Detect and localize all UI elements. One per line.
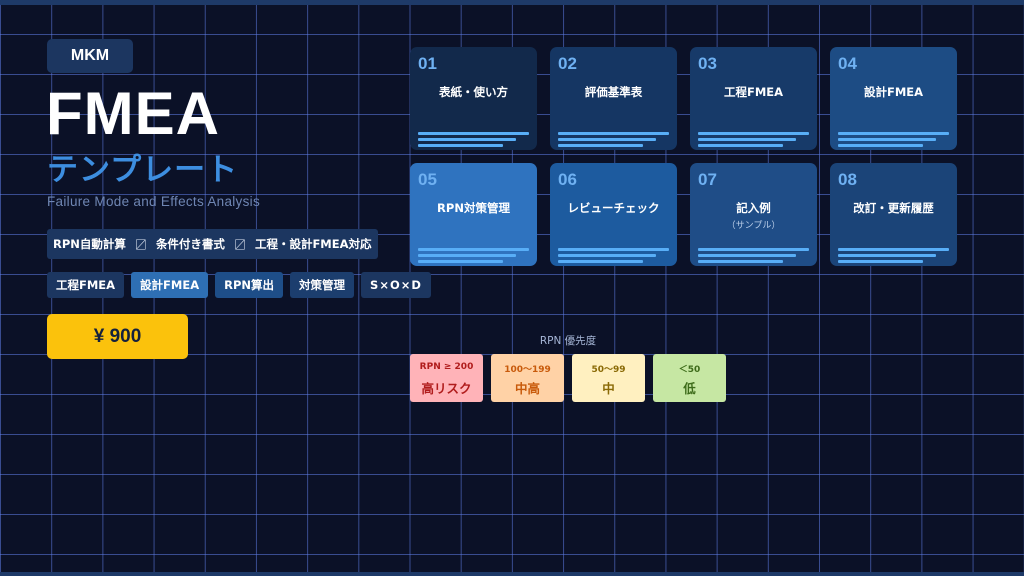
card-label: 改訂・更新履歴: [853, 201, 934, 215]
tag-sod: S×O×D: [361, 272, 431, 298]
rpn-level-mid: 50〜99 中: [572, 354, 645, 402]
tag-list: 工程FMEA 設計FMEA RPN算出 対策管理 S×O×D: [47, 272, 431, 298]
decor-line: [698, 248, 809, 251]
decor-line: [558, 254, 656, 257]
sheet-card-03[interactable]: 03 工程FMEA: [690, 47, 817, 150]
sheet-card-06[interactable]: 06 レビューチェック: [550, 163, 677, 266]
decor-line: [418, 254, 516, 257]
card-number: 05: [418, 170, 437, 189]
card-number: 02: [558, 54, 577, 73]
decor-line: [838, 144, 923, 147]
rpn-level-label: 低: [683, 381, 696, 396]
feature-item: RPN自動計算: [53, 237, 126, 251]
rpn-level-range: ＜50: [678, 365, 701, 375]
decor-line: [698, 144, 783, 147]
decor-line: [558, 144, 643, 147]
bottom-accent-bar: [0, 572, 1024, 576]
sheet-card-01[interactable]: 01 表紙・使い方: [410, 47, 537, 150]
card-number: 06: [558, 170, 577, 189]
decor-line: [418, 144, 503, 147]
rpn-level-range: 100〜199: [504, 365, 551, 375]
feature-bar: RPN自動計算 〼 条件付き書式 〼 工程・設計FMEA対応: [47, 229, 378, 259]
card-number: 07: [698, 170, 717, 189]
card-label: 設計FMEA: [863, 85, 924, 99]
decor-line: [698, 260, 783, 263]
brand-badge: MKM: [47, 39, 133, 73]
feature-item: 工程・設計FMEA対応: [254, 237, 372, 251]
decor-line: [418, 132, 529, 135]
decor-line: [838, 254, 936, 257]
rpn-level-low: ＜50 低: [653, 354, 726, 402]
rpn-level-range: RPN ≥ 200: [419, 362, 474, 372]
page-title: FMEA: [46, 80, 220, 147]
decor-line: [838, 138, 936, 141]
sheet-card-07[interactable]: 07 記入例 （サンプル）: [690, 163, 817, 266]
sheet-card-02[interactable]: 02 評価基準表: [550, 47, 677, 150]
decor-line: [838, 260, 923, 263]
decor-line: [558, 132, 669, 135]
decor-line: [838, 248, 949, 251]
rpn-level-high: RPN ≥ 200 高リスク: [410, 354, 483, 402]
tag-process-fmea: 工程FMEA: [47, 272, 125, 298]
decor-line: [838, 132, 949, 135]
card-label: RPN対策管理: [437, 201, 510, 215]
card-sublabel: （サンプル）: [726, 221, 781, 231]
card-number: 08: [838, 170, 857, 189]
decor-line: [558, 138, 656, 141]
sheet-card-08[interactable]: 08 改訂・更新履歴: [830, 163, 957, 266]
card-number: 03: [698, 54, 717, 73]
separator-box-icon: 〼: [134, 237, 147, 252]
card-label: 表紙・使い方: [439, 85, 508, 99]
decor-line: [558, 260, 643, 263]
card-label: 工程FMEA: [723, 85, 784, 99]
sheet-card-04[interactable]: 04 設計FMEA: [830, 47, 957, 150]
card-label: 評価基準表: [584, 85, 643, 99]
decor-line: [698, 132, 809, 135]
decor-line: [418, 248, 529, 251]
sheet-card-05[interactable]: 05 RPN対策管理: [410, 163, 537, 266]
rpn-level-label: 高リスク: [421, 381, 472, 396]
decor-line: [418, 138, 516, 141]
card-number: 04: [838, 54, 857, 73]
separator-box-icon: 〼: [233, 237, 246, 252]
feature-item: 条件付き書式: [155, 237, 225, 251]
decor-line: [698, 138, 796, 141]
rpn-priority-title: RPN 優先度: [539, 335, 597, 347]
tag-rpn-calc: RPN算出: [215, 272, 284, 298]
card-label: 記入例: [736, 201, 771, 215]
english-title: Failure Mode and Effects Analysis: [47, 194, 261, 209]
card-number: 01: [418, 54, 437, 73]
decor-line: [698, 254, 796, 257]
rpn-level-range: 50〜99: [591, 365, 626, 375]
card-label: レビューチェック: [567, 201, 660, 215]
top-accent-bar: [0, 0, 1024, 5]
page-subtitle: テンプレート: [47, 152, 239, 188]
rpn-level-mid-high: 100〜199 中高: [491, 354, 564, 402]
tag-countermeasure: 対策管理: [290, 272, 355, 298]
decor-line: [558, 248, 669, 251]
rpn-level-label: 中: [602, 381, 615, 396]
rpn-level-label: 中高: [514, 381, 540, 396]
tag-design-fmea: 設計FMEA: [131, 272, 209, 298]
decor-line: [418, 260, 503, 263]
price-badge: ¥ 900: [47, 314, 188, 359]
